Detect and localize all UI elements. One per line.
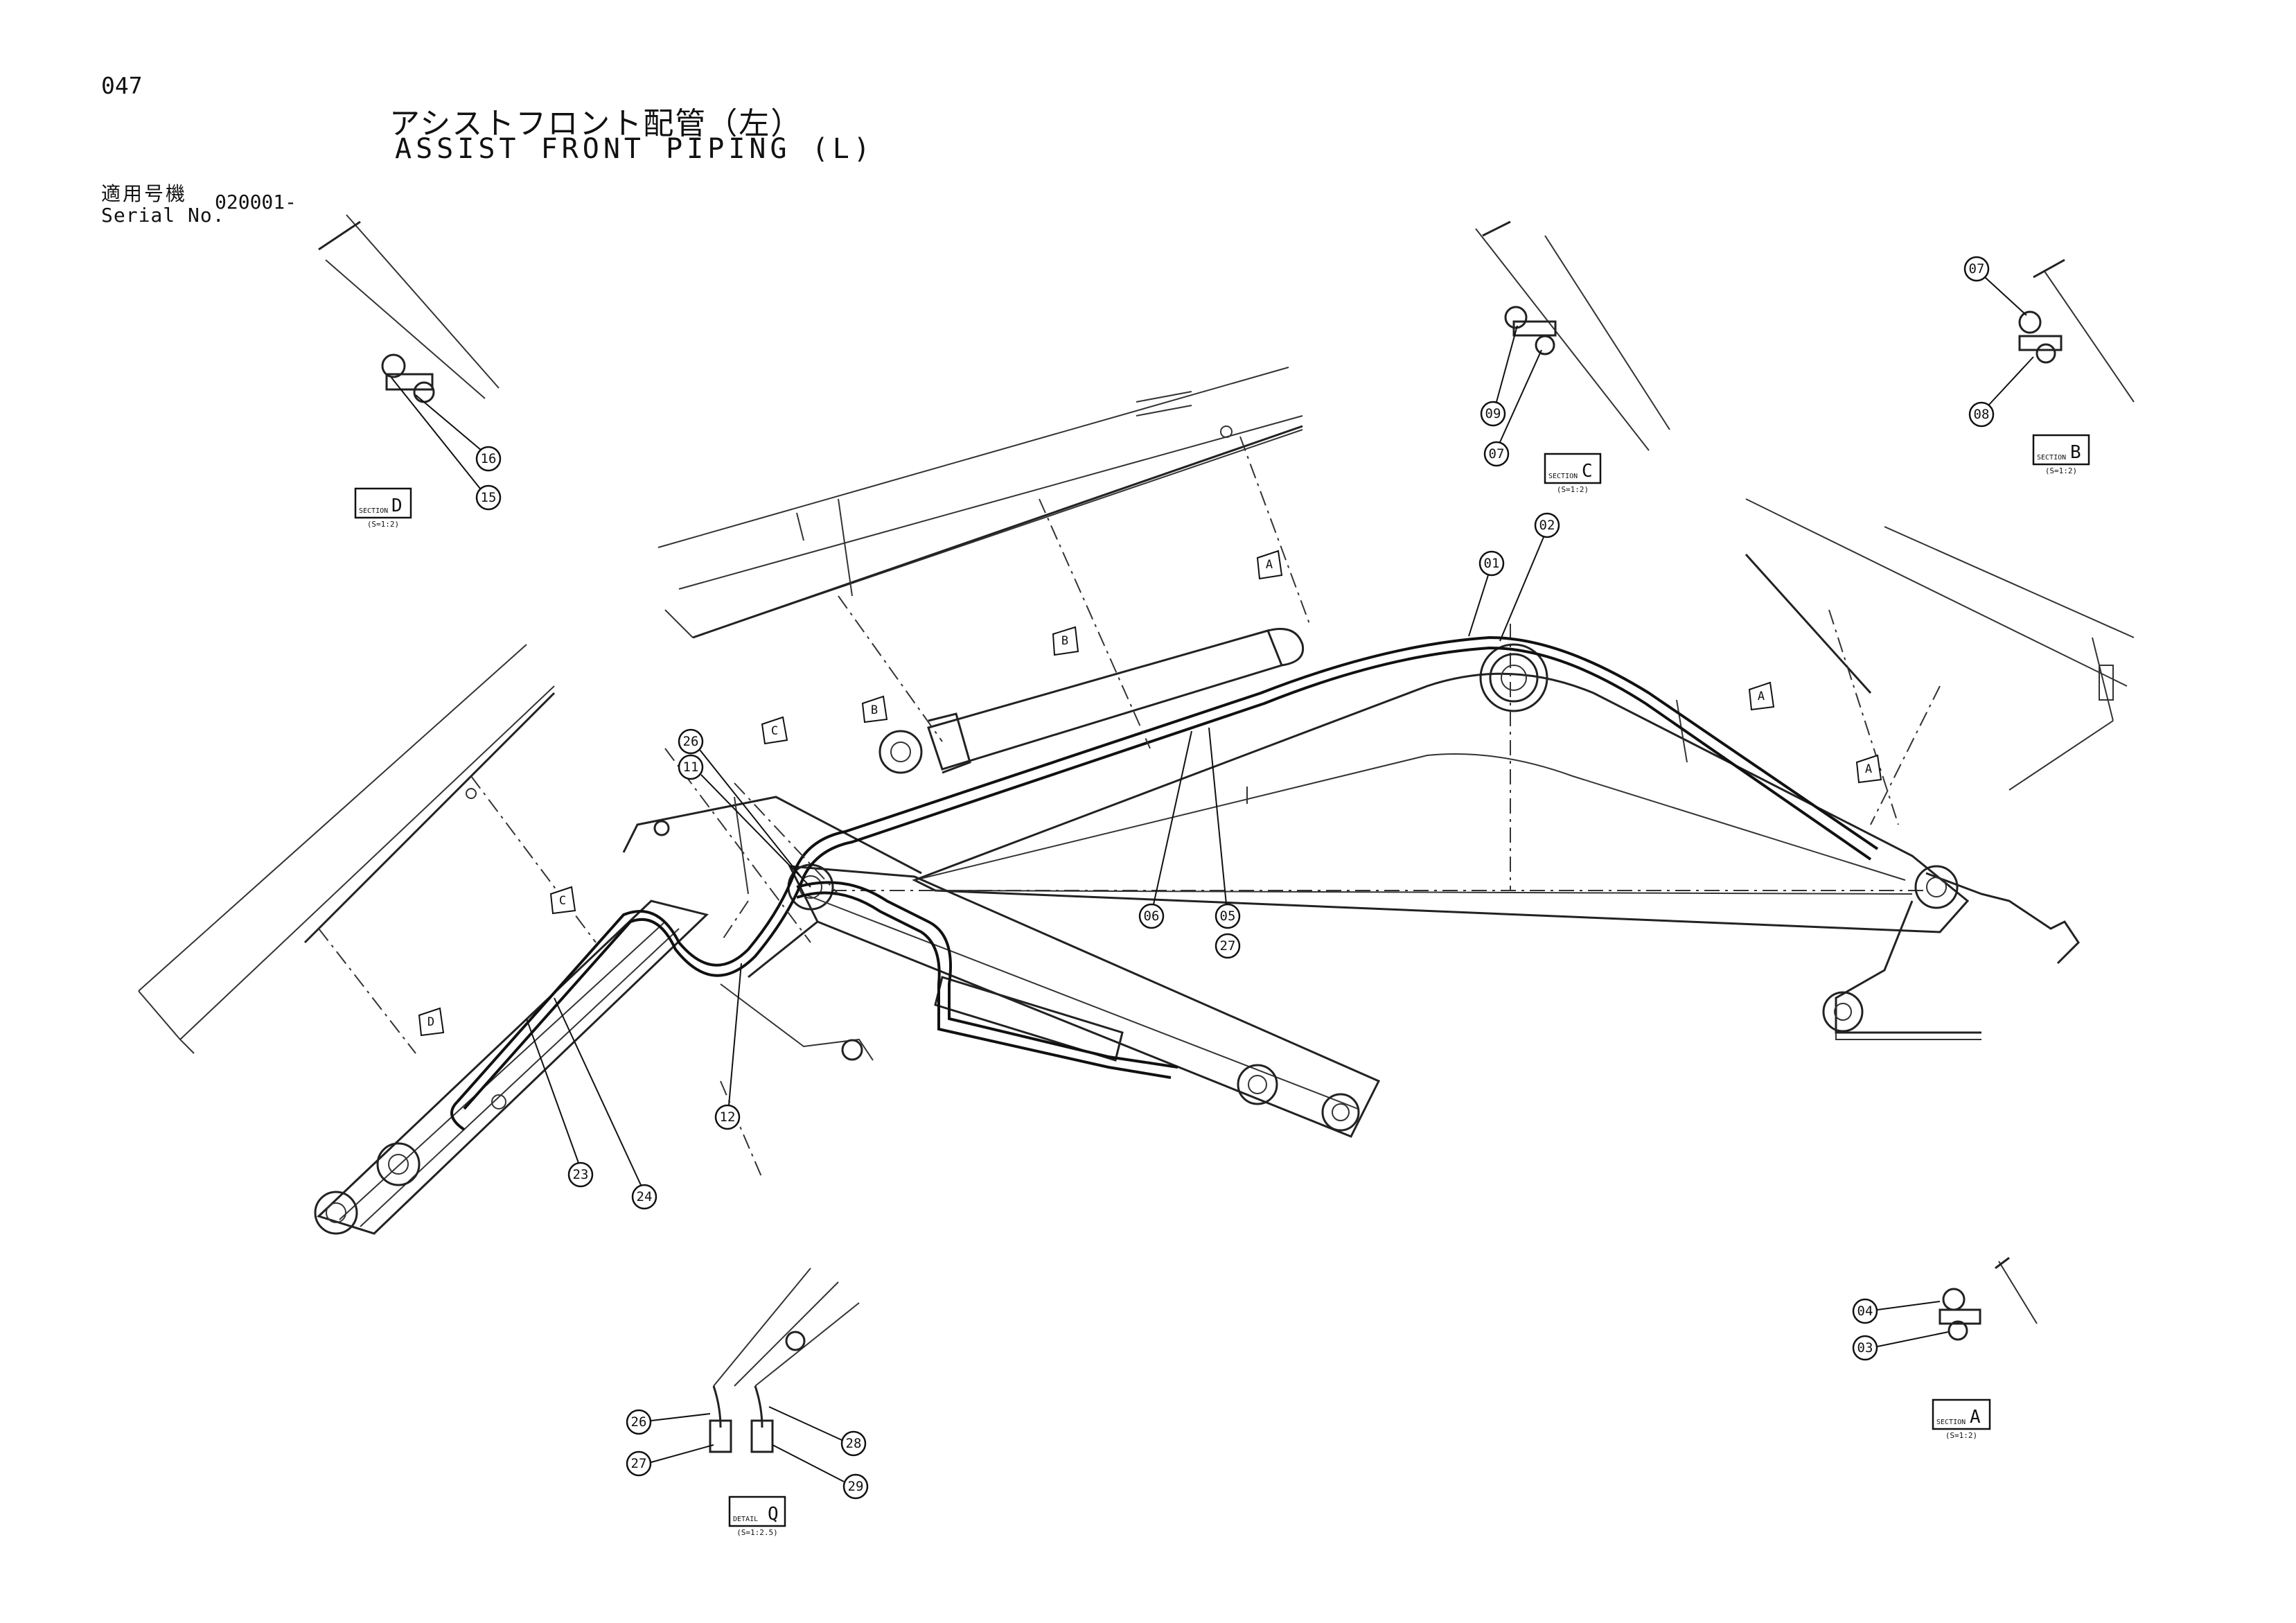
part-balloon-07-c: 07: [1483, 441, 1510, 467]
view-mark-b-1: B: [1052, 626, 1079, 656]
svg-text:(S=1:2.5): (S=1:2.5): [736, 1528, 778, 1537]
svg-text:(S=1:2): (S=1:2): [1557, 485, 1589, 494]
svg-text:11: 11: [683, 760, 699, 775]
boom-cylinder: [878, 628, 1305, 774]
svg-text:02: 02: [1539, 518, 1555, 533]
title-japanese: アシストフロント配管（左）: [389, 106, 803, 141]
part-balloon-16: 24: [631, 1184, 657, 1210]
boom-structure: [622, 624, 2080, 1040]
section-box-c: SECTION C (S=1:2): [1544, 453, 1602, 494]
view-mark-a-2: A: [1748, 681, 1775, 711]
view-mark-a-3: A: [1855, 754, 1882, 784]
svg-text:D: D: [427, 1015, 434, 1029]
svg-text:27: 27: [631, 1456, 647, 1471]
detail-box-q: DETAIL Q (S=1:2.5): [728, 1495, 786, 1537]
section-box-a: SECTION A (S=1:2): [1932, 1398, 1991, 1440]
part-balloon-11: 11: [678, 754, 704, 780]
part-balloon-26: 26: [626, 1409, 652, 1435]
section-a-sketch: [1939, 1256, 2038, 1341]
part-balloon-08: 08: [1968, 401, 1995, 428]
part-balloon-13: 15: [475, 484, 502, 511]
serial-number-value: 020001-: [215, 191, 297, 213]
svg-text:07: 07: [1489, 446, 1505, 462]
view-mark-d-1: D: [418, 1007, 445, 1037]
svg-text:24: 24: [637, 1189, 653, 1204]
svg-text:B: B: [2070, 442, 2081, 463]
svg-text:04: 04: [1857, 1304, 1873, 1319]
title-english: ASSIST FRONT PIPING (L): [395, 133, 874, 165]
page-number: 047: [101, 72, 143, 99]
boom-extension-right: [1745, 498, 2135, 825]
svg-text:Q: Q: [768, 1504, 779, 1525]
svg-text:C: C: [1582, 461, 1593, 482]
svg-text:A: A: [1266, 558, 1273, 572]
serial-label-english: Serial No.: [101, 204, 225, 227]
section-box-b: SECTION B (S=1:2): [2032, 434, 2090, 475]
svg-text:B: B: [871, 703, 878, 717]
section-d-sketch: [318, 214, 500, 403]
part-balloon-02: 02: [1534, 512, 1560, 538]
svg-text:(S=1:2): (S=1:2): [367, 520, 399, 529]
svg-text:23: 23: [573, 1167, 589, 1182]
svg-text:08: 08: [1974, 407, 1990, 422]
svg-text:(S=1:2): (S=1:2): [2045, 466, 2077, 475]
part-balloon-07-b: 07: [1963, 256, 1990, 282]
svg-text:05: 05: [1220, 909, 1236, 924]
svg-text:SECTION: SECTION: [2037, 454, 2066, 462]
svg-text:29: 29: [848, 1479, 864, 1494]
svg-text:D: D: [391, 495, 403, 516]
svg-text:16: 16: [481, 451, 497, 466]
part-balloon-09: 09: [1480, 401, 1506, 427]
svg-text:SECTION: SECTION: [1936, 1419, 1966, 1426]
view-mark-c-1: C: [761, 716, 788, 745]
svg-text:03: 03: [1857, 1340, 1873, 1356]
part-balloon-05: 05: [1215, 903, 1241, 929]
part-balloon-03: 03: [1852, 1335, 1878, 1361]
part-balloon-04: 04: [1852, 1298, 1878, 1324]
part-balloon-23: 26: [678, 728, 704, 755]
svg-text:06: 06: [1144, 909, 1160, 924]
serial-label-japanese: 適用号機: [101, 182, 188, 205]
svg-text:12: 12: [720, 1109, 736, 1125]
section-b-sketch: [2018, 258, 2135, 403]
svg-text:C: C: [559, 894, 566, 908]
svg-text:C: C: [771, 724, 778, 738]
svg-text:26: 26: [683, 734, 699, 749]
svg-text:26: 26: [631, 1414, 647, 1430]
svg-text:SECTION: SECTION: [1548, 473, 1578, 480]
detail-q-sketch: [709, 1267, 860, 1453]
bucket-arm: [314, 900, 709, 1235]
svg-text:07: 07: [1969, 261, 1985, 277]
part-balloon-06: 06: [1138, 903, 1165, 929]
part-balloon-12: 12: [714, 1104, 741, 1130]
part-balloon-14: 16: [475, 446, 502, 472]
view-mark-b-2: B: [861, 695, 888, 723]
svg-text:(S=1:2): (S=1:2): [1945, 1431, 1977, 1440]
section-box-d: SECTION D (S=1:2): [354, 487, 412, 529]
part-balloon-28: 28: [840, 1430, 867, 1457]
assist-piping: [450, 635, 1879, 1179]
svg-text:15: 15: [481, 490, 497, 505]
view-mark-a-1: A: [1256, 550, 1283, 580]
arm-extension-upper: [657, 367, 1310, 749]
svg-text:28: 28: [846, 1436, 862, 1451]
svg-text:B: B: [1061, 634, 1068, 648]
part-balloon-27: 27: [626, 1450, 652, 1477]
svg-text:27: 27: [1220, 938, 1236, 954]
svg-text:DETAIL: DETAIL: [733, 1516, 758, 1523]
bucket-extension-upper: [138, 644, 597, 1054]
part-balloon-24: 27: [1215, 933, 1241, 959]
svg-text:A: A: [1758, 690, 1765, 703]
svg-text:01: 01: [1484, 556, 1500, 571]
view-mark-c-2: C: [549, 886, 576, 915]
svg-text:A: A: [1865, 762, 1872, 776]
part-balloon-01: 01: [1478, 550, 1505, 577]
svg-text:SECTION: SECTION: [359, 507, 388, 515]
section-c-sketch: [1475, 220, 1670, 451]
part-balloon-15: 23: [567, 1161, 594, 1188]
svg-text:09: 09: [1485, 406, 1501, 421]
svg-text:A: A: [1970, 1407, 1981, 1428]
part-balloon-29: 29: [842, 1473, 869, 1500]
